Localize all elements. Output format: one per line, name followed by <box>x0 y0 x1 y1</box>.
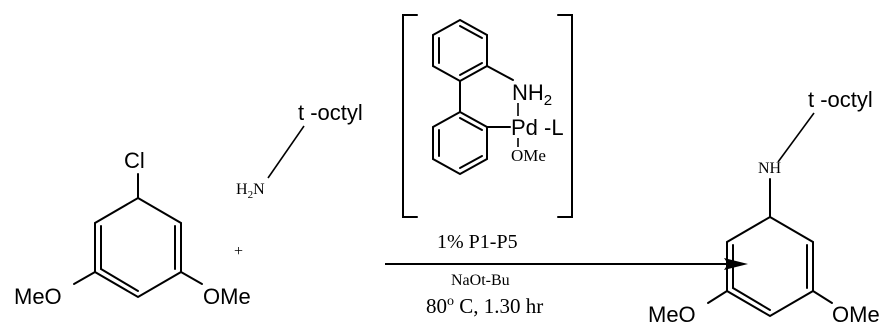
chlorine-label: Cl <box>124 148 145 173</box>
nh2-nh: NH <box>512 80 544 105</box>
biphenyl-bottom-ring <box>432 110 488 176</box>
c-o-bond-right <box>180 271 203 285</box>
benzene-ring <box>94 196 182 299</box>
product-methoxy-left-label: MeO <box>648 302 696 324</box>
pd-ligand-label: Pd -L <box>511 115 564 140</box>
catalyst-precatalyst: NH2 Pd -L OMe <box>402 14 573 218</box>
product-n-c-bond <box>777 112 815 163</box>
amine-subscript: 2 <box>248 189 254 201</box>
t-octyl-label: t -octyl <box>298 100 363 125</box>
reaction-arrow-group: 1% P1-P5 NaOt-Bu 80o C, 1.30 hr <box>385 231 748 318</box>
right-bracket <box>557 14 573 218</box>
temperature-time-label: 80o C, 1.30 hr <box>426 294 543 318</box>
product-nh-label: NH <box>758 160 782 177</box>
catalyst-ome-label: OMe <box>511 146 546 165</box>
methoxy-left-label: MeO <box>14 284 62 309</box>
product-c-o-bond-left <box>707 290 728 304</box>
methoxy-right-label: OMe <box>203 284 251 309</box>
temp-value: 80 <box>426 294 447 318</box>
degree-symbol: o <box>447 294 454 309</box>
temp-rest: C, 1.30 hr <box>454 294 543 318</box>
reactant-t-octylamine: t -octyl H2N <box>236 100 363 201</box>
reactant-chlorodimethoxybenzene: Cl MeO OMe <box>14 148 251 309</box>
nh2-subscript: 2 <box>544 92 552 109</box>
n-c-bond <box>267 125 305 179</box>
nh2-label: NH2 <box>512 80 552 109</box>
catalyst-loading-label: 1% P1-P5 <box>437 231 518 253</box>
biphenyl-top-ring <box>432 18 488 83</box>
reaction-arrow-head <box>724 258 748 270</box>
left-bracket <box>402 14 418 218</box>
product-t-octyl-label: t -octyl <box>808 87 873 112</box>
amine-n: N <box>253 181 265 198</box>
product-methoxy-right-label: OMe <box>832 302 880 324</box>
amine-label: H2N <box>236 181 265 201</box>
product-benzene-ring <box>726 215 814 318</box>
amine-h: H <box>236 181 248 198</box>
product-anilline: NH t -octyl MeO OMe <box>648 87 880 324</box>
c-n-bond <box>486 65 514 81</box>
c-o-bond-left <box>73 271 96 285</box>
product-c-o-bond-right <box>812 290 833 304</box>
plus-sign: + <box>234 243 243 260</box>
base-label: NaOt-Bu <box>451 272 510 289</box>
